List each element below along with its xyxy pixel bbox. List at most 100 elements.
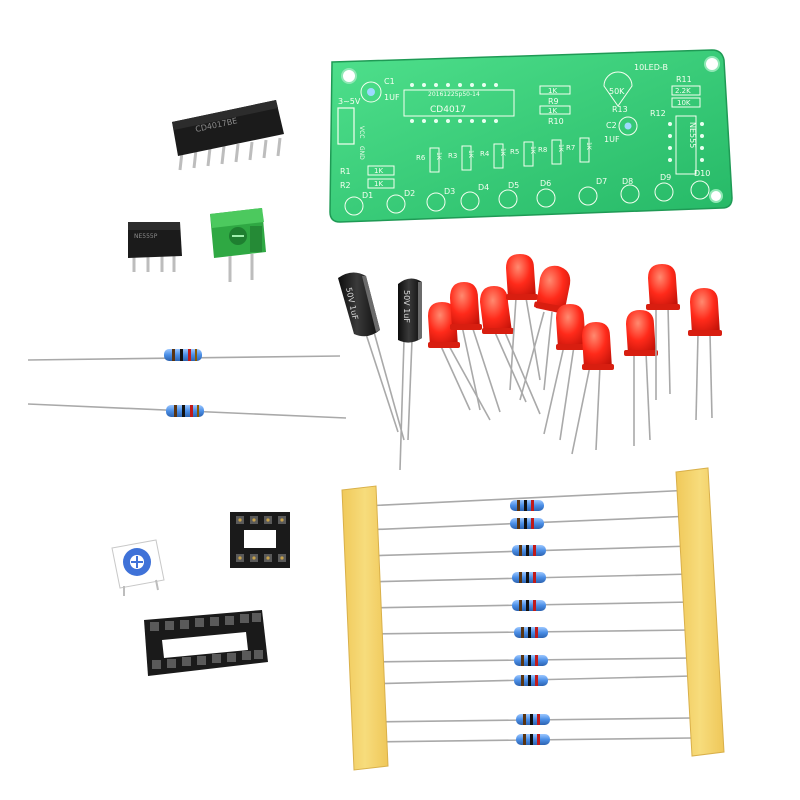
r10-value: 1K: [548, 107, 557, 115]
r6-value: 1K: [435, 152, 442, 161]
chip-u1-label: CD4017: [430, 105, 466, 115]
r9-outline: [539, 85, 571, 95]
c1-outline: [360, 81, 382, 103]
red-led: [543, 304, 588, 441]
r12-label: R12: [650, 109, 666, 118]
mount-hole: [709, 189, 723, 203]
c2-outline: [618, 116, 638, 136]
red-led: [624, 310, 658, 446]
r12-value: 10K: [677, 99, 691, 107]
screw-terminal: [210, 208, 266, 282]
r9-value: 1K: [548, 87, 557, 95]
r4-value: 1K: [499, 148, 506, 157]
r13-label: R13: [612, 105, 628, 114]
r5-label: R5: [510, 148, 519, 156]
red-leds: [428, 254, 722, 455]
r1-outline: [367, 165, 395, 176]
led-label-d8: D8: [622, 177, 633, 186]
ic-dip16: CD4017BE: [172, 100, 284, 171]
r2-outline: [367, 178, 395, 189]
taped-resistor: [363, 627, 693, 638]
red-led: [571, 322, 614, 455]
r11-value: 2.2K: [675, 87, 691, 95]
board-version: 20161225p50-14: [428, 91, 480, 98]
taped-resistor: [363, 600, 693, 611]
tape-left: [341, 485, 389, 771]
pot-value: 50K: [609, 87, 625, 96]
cap2-label: 50V 1uF: [402, 290, 411, 323]
power-terminal-outline: [337, 107, 355, 145]
led-label-d2: D2: [404, 189, 415, 198]
c2-value: 1UF: [604, 135, 620, 144]
c2-pad: [624, 122, 632, 130]
r3-value: 1K: [467, 150, 474, 159]
taped-resistor: [363, 515, 693, 531]
tape-right: [675, 467, 725, 757]
led-label-d5: D5: [508, 181, 519, 190]
r12-outline: [671, 97, 701, 108]
ne555-outline: [675, 115, 697, 175]
mount-hole: [704, 56, 720, 72]
c2-label: C2: [606, 121, 617, 130]
red-led: [428, 302, 491, 421]
red-led: [688, 288, 722, 421]
taped-resistor: [363, 572, 693, 583]
cd4017-pads: [410, 83, 498, 123]
red-led: [450, 282, 501, 413]
r7-label: R7: [566, 144, 575, 152]
red-led: [646, 264, 680, 400]
led-label-d10: D10: [694, 169, 710, 178]
ne555-pads: [668, 122, 704, 162]
r1-label: R1: [340, 167, 351, 176]
taped-resistor: [363, 675, 693, 686]
mount-hole: [341, 68, 357, 84]
r6-label: R6: [416, 154, 426, 162]
led-label-d3: D3: [444, 187, 455, 196]
led-label-d9: D9: [660, 173, 671, 182]
taped-resistor: [363, 489, 693, 511]
taped-resistor: [363, 714, 693, 725]
r2-value: 1K: [374, 180, 383, 188]
vcc-label: VCC: [358, 126, 365, 138]
taped-resistor-strip: [341, 467, 725, 771]
r11-outline: [671, 85, 701, 96]
ic-socket-8pin: [230, 512, 290, 568]
board-title: 10LED-B: [634, 63, 668, 72]
led-footprints: D1 D2 D3 D4 D5 D6 D7 D8 D9 D10: [344, 169, 710, 216]
cd4017-outline: [403, 89, 515, 117]
red-led: [480, 286, 541, 415]
ic-dip8: NE555P: [128, 222, 182, 272]
r5-value: 1K: [529, 146, 536, 155]
r8-label: R8: [538, 146, 547, 154]
r2-label: R2: [340, 181, 351, 190]
red-led: [519, 265, 571, 401]
taped-resistor: [363, 734, 693, 745]
r11-label: R11: [676, 75, 692, 84]
r7-value: 1K: [585, 142, 592, 151]
power-label: 3~5V: [338, 97, 361, 106]
gnd-label: GND: [358, 146, 365, 160]
taped-resistor: [363, 655, 693, 666]
led-label-d7: D7: [596, 177, 607, 186]
electrolytic-capacitor-2: 50V 1uF: [398, 278, 422, 471]
loose-resistor-2: [27, 403, 347, 419]
taped-resistor: [363, 545, 693, 557]
r3-label: R3: [448, 152, 457, 160]
r10-outline: [539, 105, 571, 115]
c1-label: C1: [384, 77, 395, 86]
vertical-resistors: R6 1K R3 1K R4 1K R5 1K R8 1K R7 1K: [416, 137, 592, 173]
led-label-d1: D1: [362, 191, 373, 200]
red-led: [506, 254, 541, 391]
pcb-board: 10LED-B 20161225p50-14 CD4017 3~5V VCC G…: [329, 49, 733, 223]
chip-u2-label: NE555: [688, 122, 697, 148]
r1-value: 1K: [374, 167, 383, 175]
r10-label: R10: [548, 117, 564, 126]
led-label-d4: D4: [478, 183, 489, 192]
electrolytic-capacitor-1: 50V 1uF: [338, 272, 405, 441]
r9-label: R9: [548, 97, 559, 106]
r4-label: R4: [480, 150, 490, 158]
c1-value: 1UF: [384, 93, 400, 102]
r8-value: 1K: [557, 144, 564, 153]
